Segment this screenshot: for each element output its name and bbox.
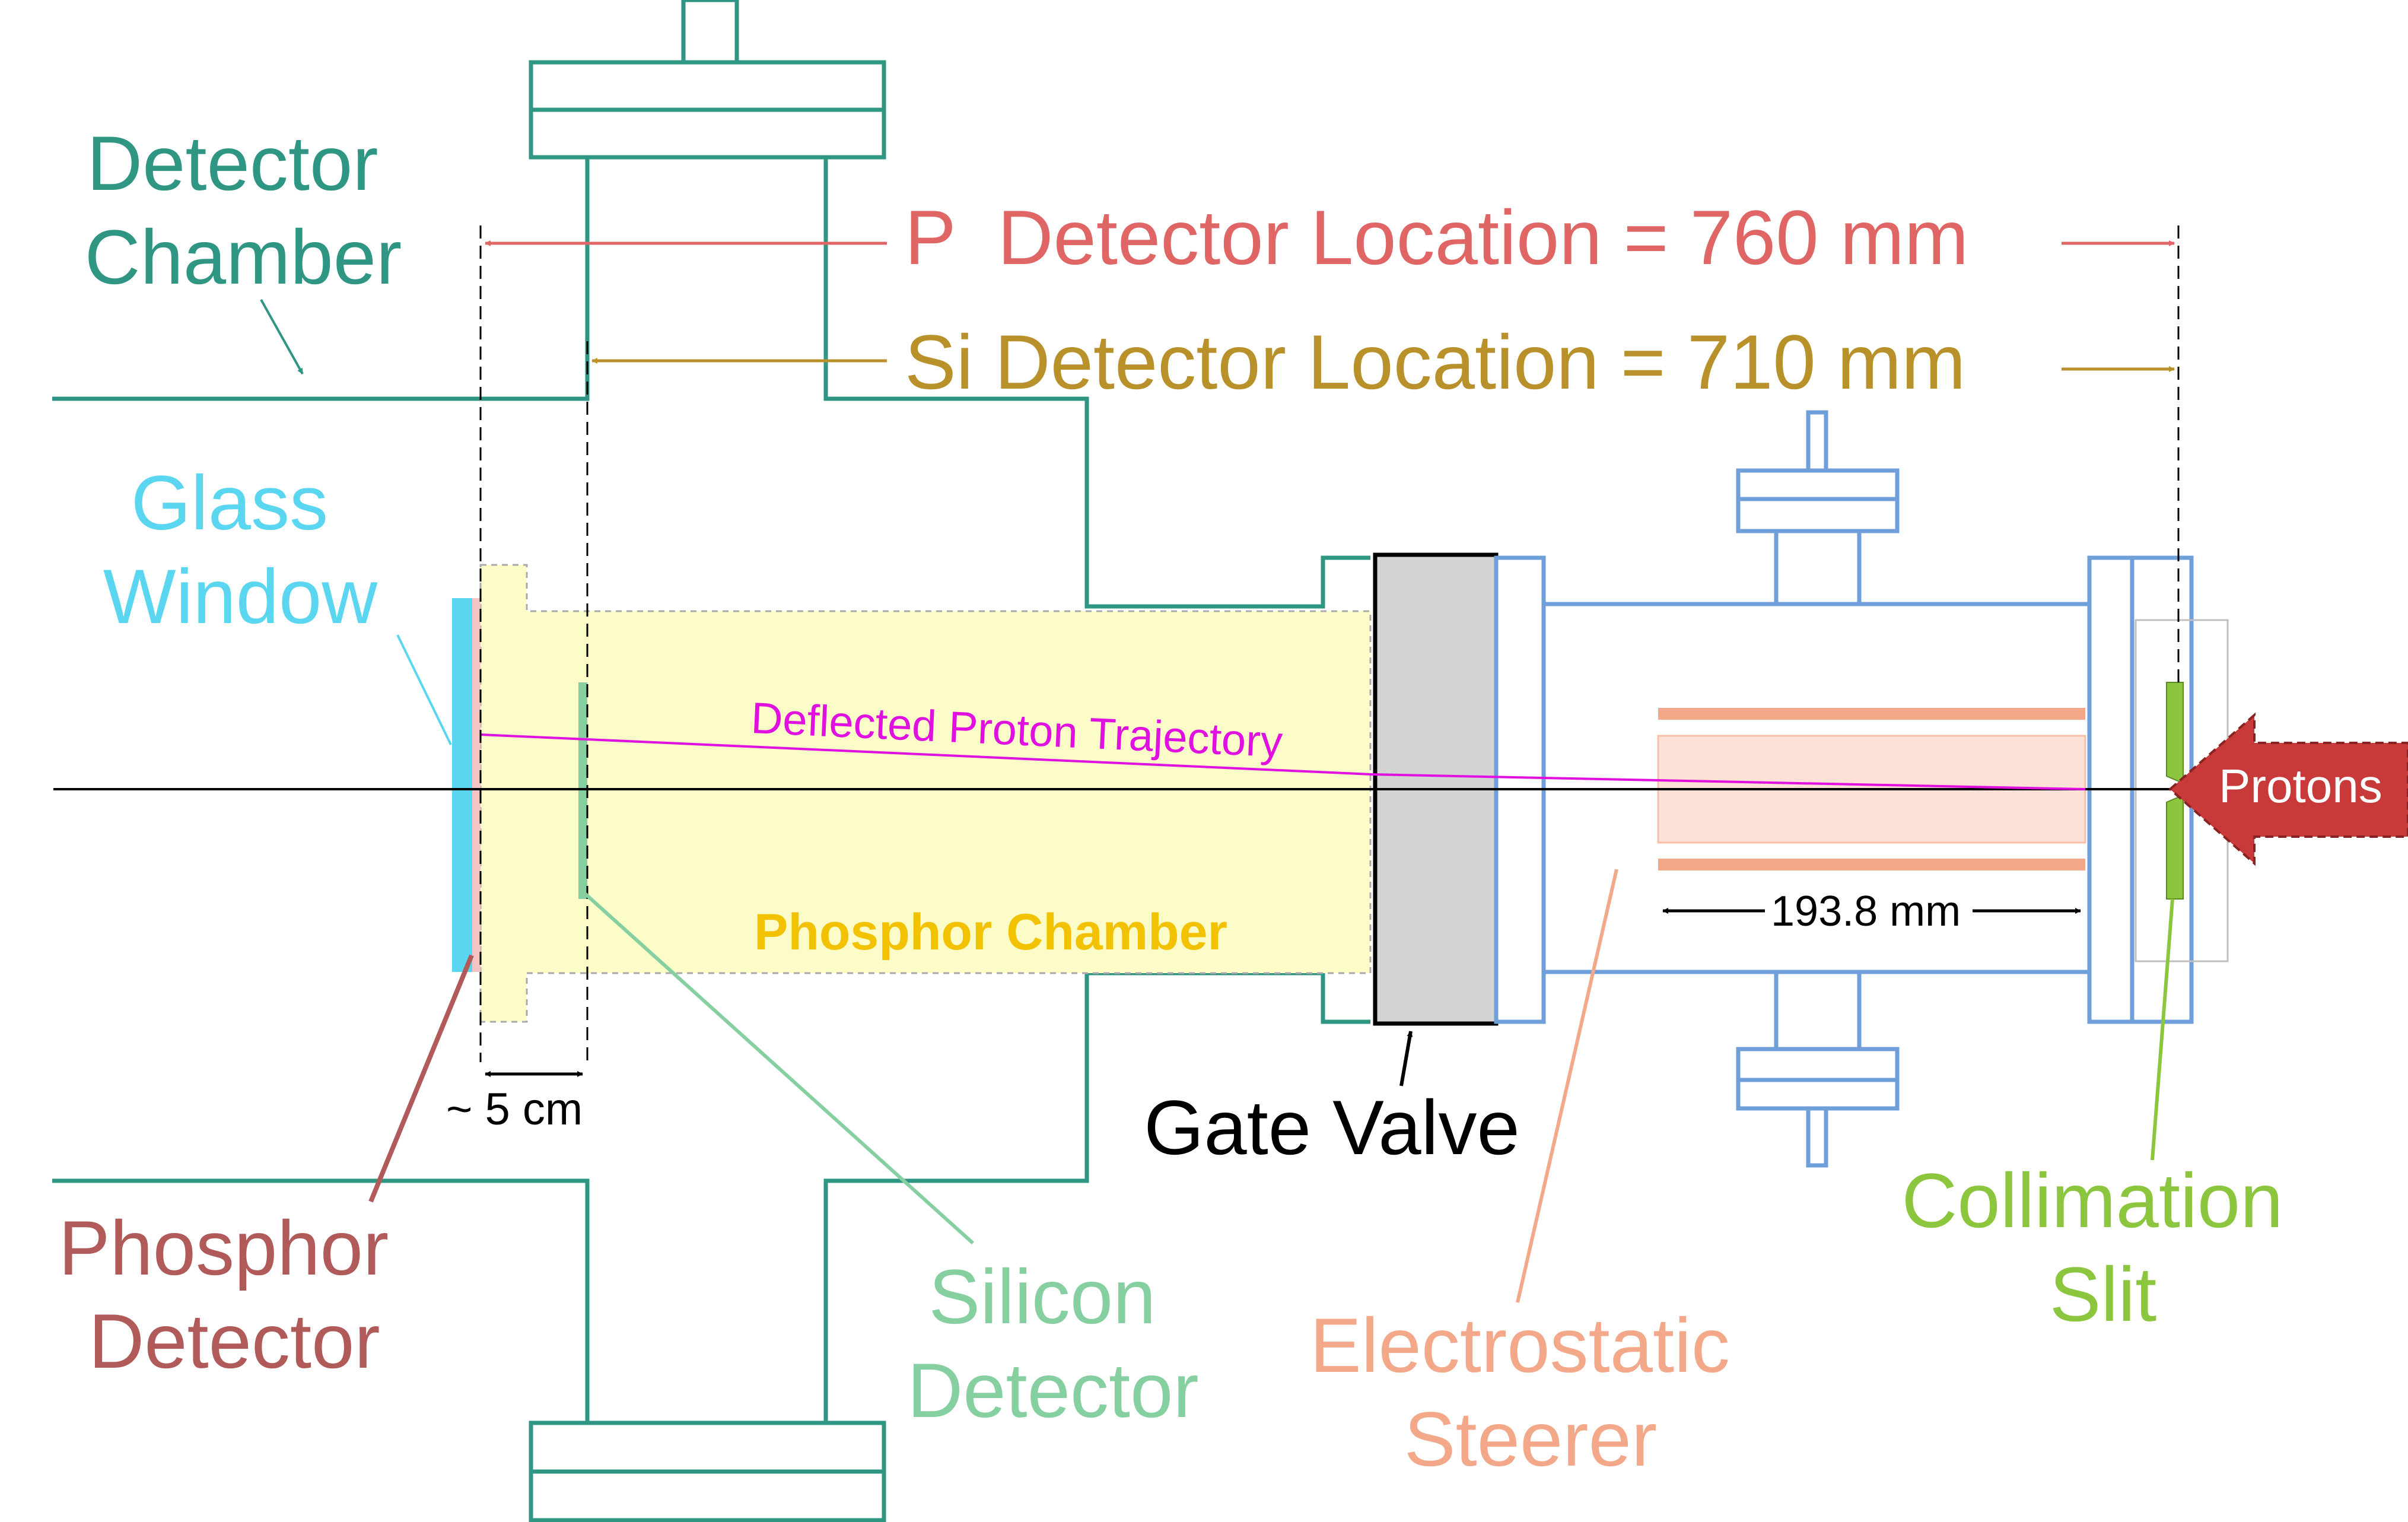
gap-dimension-label: ~ 5 cm	[446, 1084, 583, 1135]
phosphor-detector-label-line2: Detector	[88, 1298, 380, 1384]
detector-chamber-label-line2: Chamber	[85, 214, 402, 300]
phosphor-detector-leader	[368, 954, 474, 1203]
dimension-guides	[479, 225, 2180, 1062]
detector-chamber	[52, 0, 1370, 1522]
glass-window-label-line2: Window	[103, 553, 378, 640]
electrostatic-steerer-label: Electrostatic Steerer	[1310, 1302, 1751, 1482]
chamber-upper-outline	[52, 155, 1370, 609]
detector-chamber-leader	[260, 299, 304, 374]
deflected-trajectory-line	[480, 733, 2086, 790]
bottom-port-stub	[1806, 1106, 1828, 1168]
gate-valve-label: Gate Valve	[1144, 1084, 1520, 1171]
bottom-port-flange-1	[1736, 1047, 1900, 1082]
protons-label: Protons	[2219, 760, 2382, 812]
bottom-port-flange-2	[1736, 1078, 1900, 1111]
collimation-slit-label: Collimation Slit	[1901, 1157, 2304, 1337]
glass-window-label: Glass Window	[103, 459, 378, 640]
chamber-lower-outline	[52, 971, 1370, 1425]
silicon-detector-label: Silicon Detector	[907, 1253, 1198, 1434]
p-detector-location-label: P Detector Location = 760 mm	[905, 194, 1968, 281]
phosphor-detector	[472, 598, 481, 972]
steerer-leader	[1516, 869, 1618, 1303]
top-port-stub	[1806, 410, 1828, 473]
bottom-flange-plate-2	[529, 1469, 886, 1522]
bottom-port-tube	[1774, 970, 1862, 1051]
gate-valve-leader	[1399, 1031, 1413, 1086]
phosphor-chamber	[479, 564, 1372, 1023]
steerer-plate-bottom	[1658, 859, 2085, 870]
silicon-detector-label-line2: Detector	[907, 1347, 1198, 1434]
detector-chamber-label: Detector Chamber	[85, 120, 402, 300]
collimation-leader	[2151, 898, 2174, 1161]
glass-window-label-line1: Glass	[131, 459, 328, 546]
glass-window	[452, 598, 476, 972]
si-detector-location-label: Si Detector Location = 710 mm	[905, 319, 1965, 405]
top-port-flange-1	[1736, 468, 1900, 501]
top-flange-stub	[681, 0, 739, 65]
steerer-plate-top	[1658, 708, 2085, 720]
collimation-slit-label-line2: Slit	[2050, 1251, 2157, 1337]
collimation-slit-label-line1: Collimation	[1901, 1157, 2283, 1244]
phosphor-detector-label-line1: Phosphor	[59, 1205, 389, 1291]
top-flange-plate-2	[529, 107, 886, 160]
top-flange-plate-1	[529, 60, 886, 112]
electrostatic-steerer-label-line1: Electrostatic	[1310, 1302, 1730, 1388]
phosphor-detector-label: Phosphor Detector	[59, 1205, 411, 1384]
top-port-tube	[1774, 529, 1862, 606]
bottom-flange-plate-1	[529, 1421, 886, 1474]
top-port-flange-2	[1736, 497, 1900, 533]
detector-chamber-label-line1: Detector	[87, 120, 378, 206]
glass-window-leader	[396, 634, 452, 745]
steerer-length-label: 193.8 mm	[1771, 888, 1961, 935]
silicon-detector	[578, 682, 587, 899]
silicon-detector-label-line1: Silicon	[928, 1253, 1156, 1340]
silicon-detector-leader	[583, 891, 975, 1245]
electrostatic-steerer-label-line2: Steerer	[1404, 1396, 1657, 1482]
collimation-slit-lower	[2166, 794, 2184, 900]
collimation-slit-upper	[2166, 682, 2184, 784]
phosphor-chamber-label: Phosphor Chamber	[754, 904, 1227, 961]
protons-arrow	[2168, 712, 2408, 866]
